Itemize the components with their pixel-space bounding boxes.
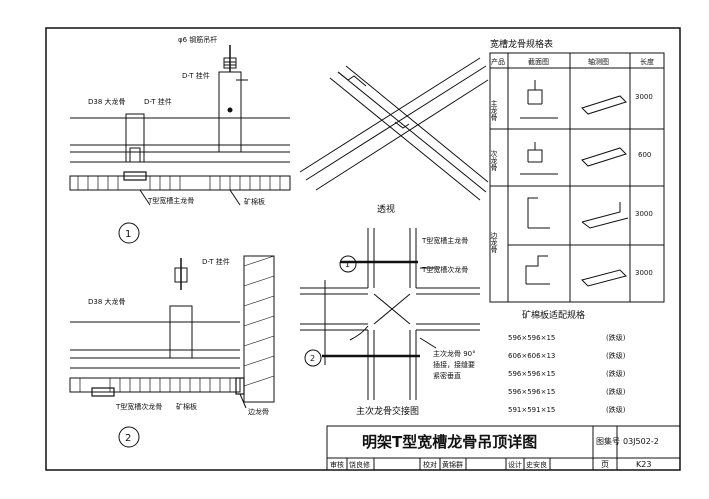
detail1-number: 1 bbox=[125, 229, 131, 240]
perspective-caption: 透视 bbox=[377, 203, 395, 215]
page-number: K23 bbox=[636, 460, 651, 469]
signoff-check: 校对 bbox=[423, 460, 437, 469]
keel-row2-product: 次龙骨 bbox=[490, 149, 498, 171]
junction-caption: 主次龙骨交接图 bbox=[356, 405, 419, 417]
keel-row3-length: 3000 bbox=[635, 210, 653, 218]
junction-label-note1: 主次龙骨 90° bbox=[433, 349, 476, 358]
keel-row4-length: 3000 bbox=[635, 269, 653, 277]
board-row2-size: 606×606×13 bbox=[508, 352, 555, 360]
detail1-label-rod: φ6 钢筋吊杆 bbox=[178, 35, 217, 44]
detail1-label-main-keel: T型宽槽主龙骨 bbox=[147, 196, 194, 205]
detail1-label-board: 矿棉板 bbox=[244, 197, 265, 206]
board-row1-size: 596×596×15 bbox=[508, 334, 555, 342]
detail2-label-secondary: T型宽槽次龙骨 bbox=[115, 402, 162, 411]
board-row4-size: 596×596×15 bbox=[508, 388, 555, 396]
signoff-designer: 史安良 bbox=[526, 460, 547, 469]
detail1-label-hanger-a: D-T 挂件 bbox=[182, 71, 210, 80]
board-row2-type: (跌级) bbox=[606, 351, 626, 360]
detail2-label-hanger: D-T 挂件 bbox=[202, 257, 230, 266]
detail1-label-hanger-b: D-T 挂件 bbox=[144, 97, 172, 106]
board-row5-size: 591×591×15 bbox=[508, 406, 555, 414]
keel-header-section: 截面图 bbox=[528, 57, 549, 66]
junction-marker-2 bbox=[304, 349, 322, 367]
detail1-label-keel: D38 大龙骨 bbox=[88, 97, 126, 106]
junction-drawing bbox=[300, 228, 480, 400]
board-table: 596×596×15 (跌级) 606×606×13 (跌级) 596×596×… bbox=[508, 333, 626, 414]
detail2-label-board: 矿棉板 bbox=[176, 402, 197, 411]
keel-table bbox=[489, 52, 665, 303]
detail2-label-keel: D38 大龙骨 bbox=[88, 297, 126, 306]
junction-marker-2-label: 2 bbox=[310, 354, 315, 363]
board-row3-size: 596×596×15 bbox=[508, 370, 555, 378]
board-row3-type: (跌级) bbox=[606, 369, 626, 378]
keel-header-length: 长度 bbox=[640, 57, 654, 66]
keel-row3-product: 边龙骨 bbox=[490, 231, 498, 253]
keel-header-iso: 轴测图 bbox=[588, 57, 609, 66]
page-label: 页 bbox=[601, 460, 609, 469]
keel-row1-product: 主龙骨 bbox=[490, 99, 498, 121]
sheet-title: 明架T型宽槽龙骨吊顶详图 bbox=[362, 433, 537, 451]
junction-marker-1 bbox=[339, 255, 357, 273]
detail2-label-edge: 边龙骨 bbox=[248, 407, 269, 416]
junction-label-note2: 插接，接缝要 bbox=[433, 360, 475, 369]
title-block bbox=[326, 425, 681, 471]
signoff-reviewer: 饶良修 bbox=[349, 460, 370, 469]
board-row5-type: (跌级) bbox=[606, 405, 626, 414]
detail-2 bbox=[69, 255, 275, 409]
detail-1 bbox=[69, 45, 291, 206]
detail1-marker bbox=[118, 222, 140, 244]
keel-header-product: 产品 bbox=[491, 57, 505, 66]
junction-label-note3: 紧密垂直 bbox=[433, 371, 461, 380]
signoff-checker: 黄锦群 bbox=[442, 460, 463, 469]
signoff-review: 审核 bbox=[330, 460, 344, 469]
junction-label-main: T型宽槽主龙骨 bbox=[421, 236, 468, 245]
atlas-number: 03J502-2 bbox=[623, 437, 659, 446]
junction-marker-1-label: 1 bbox=[345, 260, 350, 269]
board-row4-type: (跌级) bbox=[606, 387, 626, 396]
perspective-drawing bbox=[299, 57, 489, 201]
board-table-title: 矿棉板适配规格 bbox=[522, 309, 585, 321]
atlas-label: 图集号 bbox=[596, 436, 620, 446]
keel-table-title: 宽槽龙骨规格表 bbox=[490, 38, 553, 50]
signoff-design: 设计 bbox=[508, 460, 522, 469]
detail2-marker bbox=[118, 426, 140, 448]
keel-row1-length: 3000 bbox=[635, 93, 653, 101]
board-row1-type: (跌级) bbox=[606, 333, 626, 342]
junction-label-secondary: T型宽槽次龙骨 bbox=[421, 265, 468, 274]
keel-row2-length: 600 bbox=[638, 151, 651, 159]
detail2-number: 2 bbox=[125, 433, 131, 444]
